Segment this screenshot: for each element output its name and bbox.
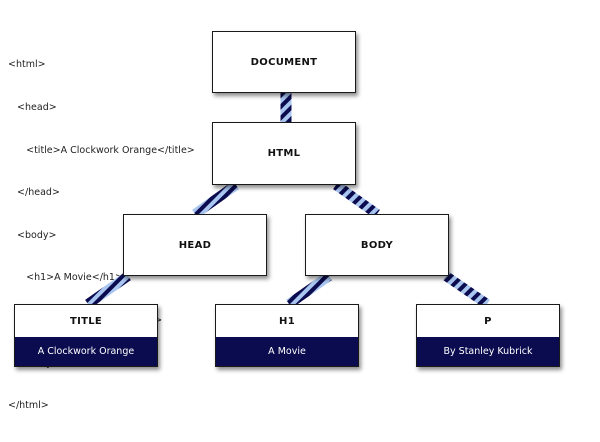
connector-body-h1: [286, 271, 332, 309]
code-line: </html>: [8, 400, 49, 412]
node-label: DOCUMENT: [250, 56, 318, 68]
connector-head-title: [85, 271, 131, 309]
node-label: HTML: [267, 148, 301, 159]
leaf-text-value: A Clockwork Orange: [15, 337, 157, 366]
node-label: BODY: [360, 239, 394, 251]
code-line: </head>: [8, 187, 60, 199]
code-line: <title>A Clockwork Orange</title>: [8, 144, 195, 156]
node-label: TITLE: [69, 316, 103, 327]
leaf-text-value: By Stanley Kubrick: [417, 337, 559, 366]
node-document: DOCUMENT: [212, 31, 356, 93]
node-p: P By Stanley Kubrick: [416, 304, 560, 367]
node-h1: H1 A Movie: [215, 304, 359, 367]
node-html: HTML: [212, 122, 356, 185]
code-line: <h1>A Movie</h1>: [8, 272, 123, 284]
node-body: BODY: [305, 214, 449, 276]
node-title: TITLE A Clockwork Orange: [14, 304, 158, 367]
code-line: <html>: [8, 59, 46, 71]
tree-connectors: [85, 93, 490, 309]
code-line: <body>: [8, 229, 57, 241]
code-line: <head>: [8, 102, 57, 114]
leaf-text-value: A Movie: [216, 337, 358, 366]
node-label: H1: [279, 316, 295, 327]
leaf-tag-header: P: [417, 305, 559, 338]
node-head: HEAD: [123, 214, 267, 276]
connector-html-head: [192, 180, 239, 219]
dom-tree-diagram: <html> <head> <title>A Clockwork Orange<…: [8, 31, 560, 411]
node-label: HEAD: [178, 239, 212, 251]
leaf-tag-header: TITLE: [15, 305, 157, 338]
leaf-tag-header: H1: [216, 305, 358, 338]
connector-body-p: [443, 271, 490, 309]
connector-html-body: [333, 180, 380, 219]
node-label: P: [484, 316, 492, 327]
